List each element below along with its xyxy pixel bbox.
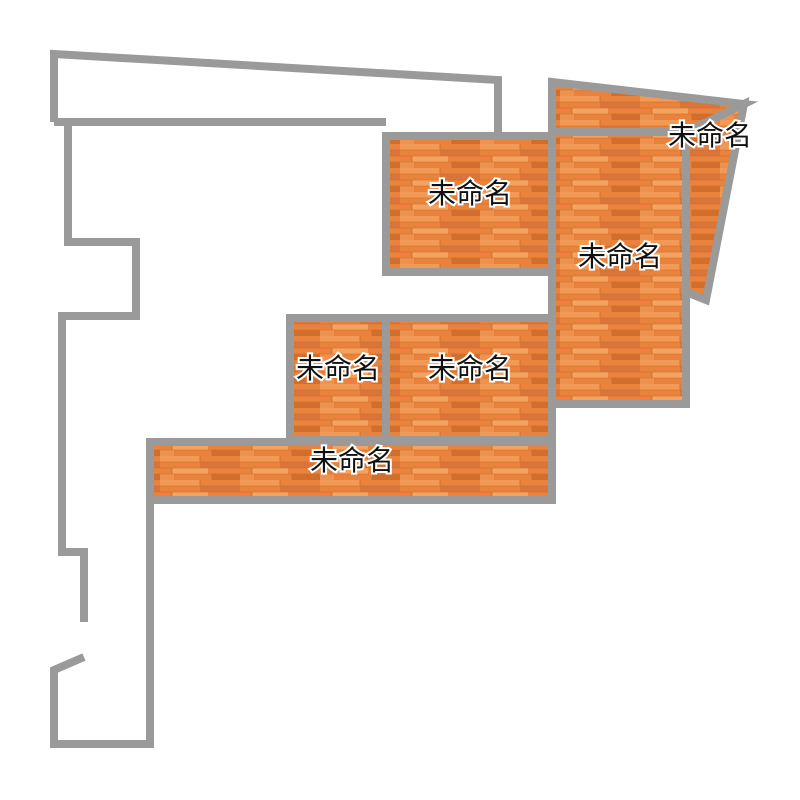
room-c-floor (548, 128, 690, 408)
room-label-f: 未命名 (310, 444, 394, 477)
room-label-a: 未命名 (668, 119, 752, 152)
rooms (146, 77, 759, 504)
room-a-wedge-floor (682, 96, 750, 306)
room-f-floor (146, 438, 556, 504)
room-label-c: 未命名 (578, 240, 662, 273)
room-label-b: 未命名 (428, 177, 512, 210)
room-labels: 未命名 未命名 未命名 未命名 未命名 未命名 (294, 117, 754, 479)
room-label-e: 未命名 (428, 352, 512, 385)
top-balcony-wall (50, 49, 502, 132)
bottom-left-wall (50, 502, 154, 748)
left-outer-wall (58, 122, 140, 622)
outer-walls (50, 49, 502, 748)
room-label-d: 未命名 (296, 352, 380, 385)
